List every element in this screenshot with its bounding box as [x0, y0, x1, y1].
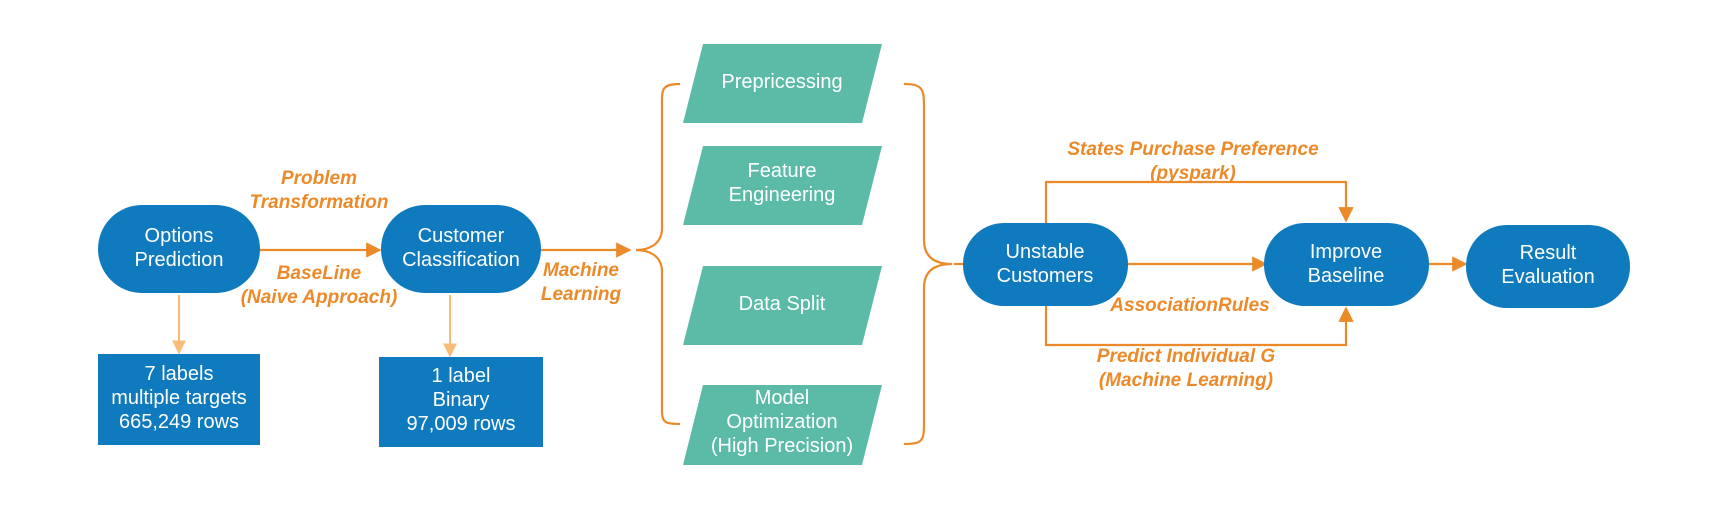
node-preprocessing: Prepricessing [683, 44, 882, 123]
left-brace [635, 82, 681, 426]
node-data-split: Data Split [683, 266, 882, 345]
svg-text:Prepricessing: Prepricessing [721, 71, 842, 93]
annotation-association-rules: AssociationRules [1109, 295, 1269, 316]
svg-text:Data Split: Data Split [739, 293, 826, 315]
annotation-predict-individual: Predict Individual G(Machine Learning) [1097, 346, 1276, 391]
edge-top-loop [1044, 180, 1354, 225]
annotation-baseline: BaseLine(Naive Approach) [241, 263, 398, 308]
edge-bottom-loop [1044, 305, 1354, 347]
annotation-states-purchase: States Purchase Preference(pyspark) [1067, 139, 1319, 184]
right-brace [903, 82, 953, 446]
